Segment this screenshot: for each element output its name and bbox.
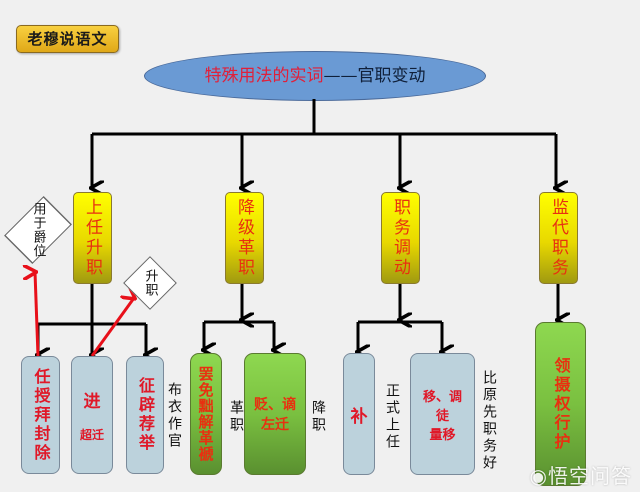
diamond-shengzhi-label: 升职: [142, 269, 158, 297]
leaf-zhengbi: 征辟荐举: [126, 356, 164, 474]
watermark: ◉悟空问答: [530, 460, 632, 489]
note-bijiao: 比原先职务好: [481, 370, 497, 472]
leaf-yi: 移、调 徒 量移: [410, 353, 475, 475]
leaf-ling: 领摄权行护: [535, 322, 586, 486]
red-arrow-to-shengzhi: [90, 298, 134, 357]
leaf-bian: 贬、谪 左迁: [244, 353, 306, 475]
diamond-juewei-label: 用于爵位: [30, 202, 46, 258]
leaf-bamian: 罢免黜解革褫: [190, 353, 222, 475]
leaf-jin-label: 进: [83, 392, 101, 412]
leaf-yi-line2: 徒: [435, 408, 449, 424]
leaf-ling-label: 领摄权行护: [551, 356, 571, 452]
category-box-acting: 监代职务: [539, 192, 578, 284]
watermark-label: 悟空问答: [548, 464, 632, 488]
leaf-rencuo: 任授拜封除: [21, 356, 60, 474]
leaf-jin: 进 超迁: [71, 356, 113, 474]
note-jiangzhi: 降职: [310, 400, 326, 434]
leaf-bu-label: 补: [350, 406, 368, 427]
leaf-jin-sub: 超迁: [79, 428, 104, 442]
leaf-bian-line1: 贬、谪: [254, 397, 296, 413]
leaf-zhengbi-label: 征辟荐举: [136, 377, 155, 453]
leaf-yi-line1: 移、调: [422, 389, 462, 405]
author-badge: 老穆说语文: [16, 25, 119, 53]
diamond-juewei: 用于爵位: [4, 192, 72, 268]
red-arrow-to-juewei: [35, 272, 40, 357]
watermark-logo-icon: ◉: [529, 464, 548, 488]
title-dark-part: 官职变动: [357, 66, 426, 86]
leaf-bamian-label: 罢免黜解革褫: [196, 366, 215, 462]
leaf-bian-line2: 左迁: [261, 417, 289, 433]
category-box-demotion: 降级革职: [225, 192, 264, 284]
diamond-shengzhi: 升职: [123, 254, 177, 312]
leaf-bu: 补: [343, 353, 375, 475]
title-ellipse: 特殊用法的实词——官职变动: [144, 51, 486, 101]
category-box-promotion: 上任升职: [73, 192, 112, 284]
leaf-rencuo-label: 任授拜封除: [31, 367, 51, 463]
note-zhengshi: 正式上任: [384, 383, 400, 451]
category-box-transfer: 职务调动: [381, 192, 420, 284]
title-dash: ——: [323, 66, 358, 86]
note-gezhi: 革职: [228, 400, 244, 434]
title-red-part: 特殊用法的实词: [204, 66, 324, 86]
note-buyi: 布衣作官: [166, 382, 182, 450]
leaf-yi-line3: 量移: [429, 427, 456, 443]
